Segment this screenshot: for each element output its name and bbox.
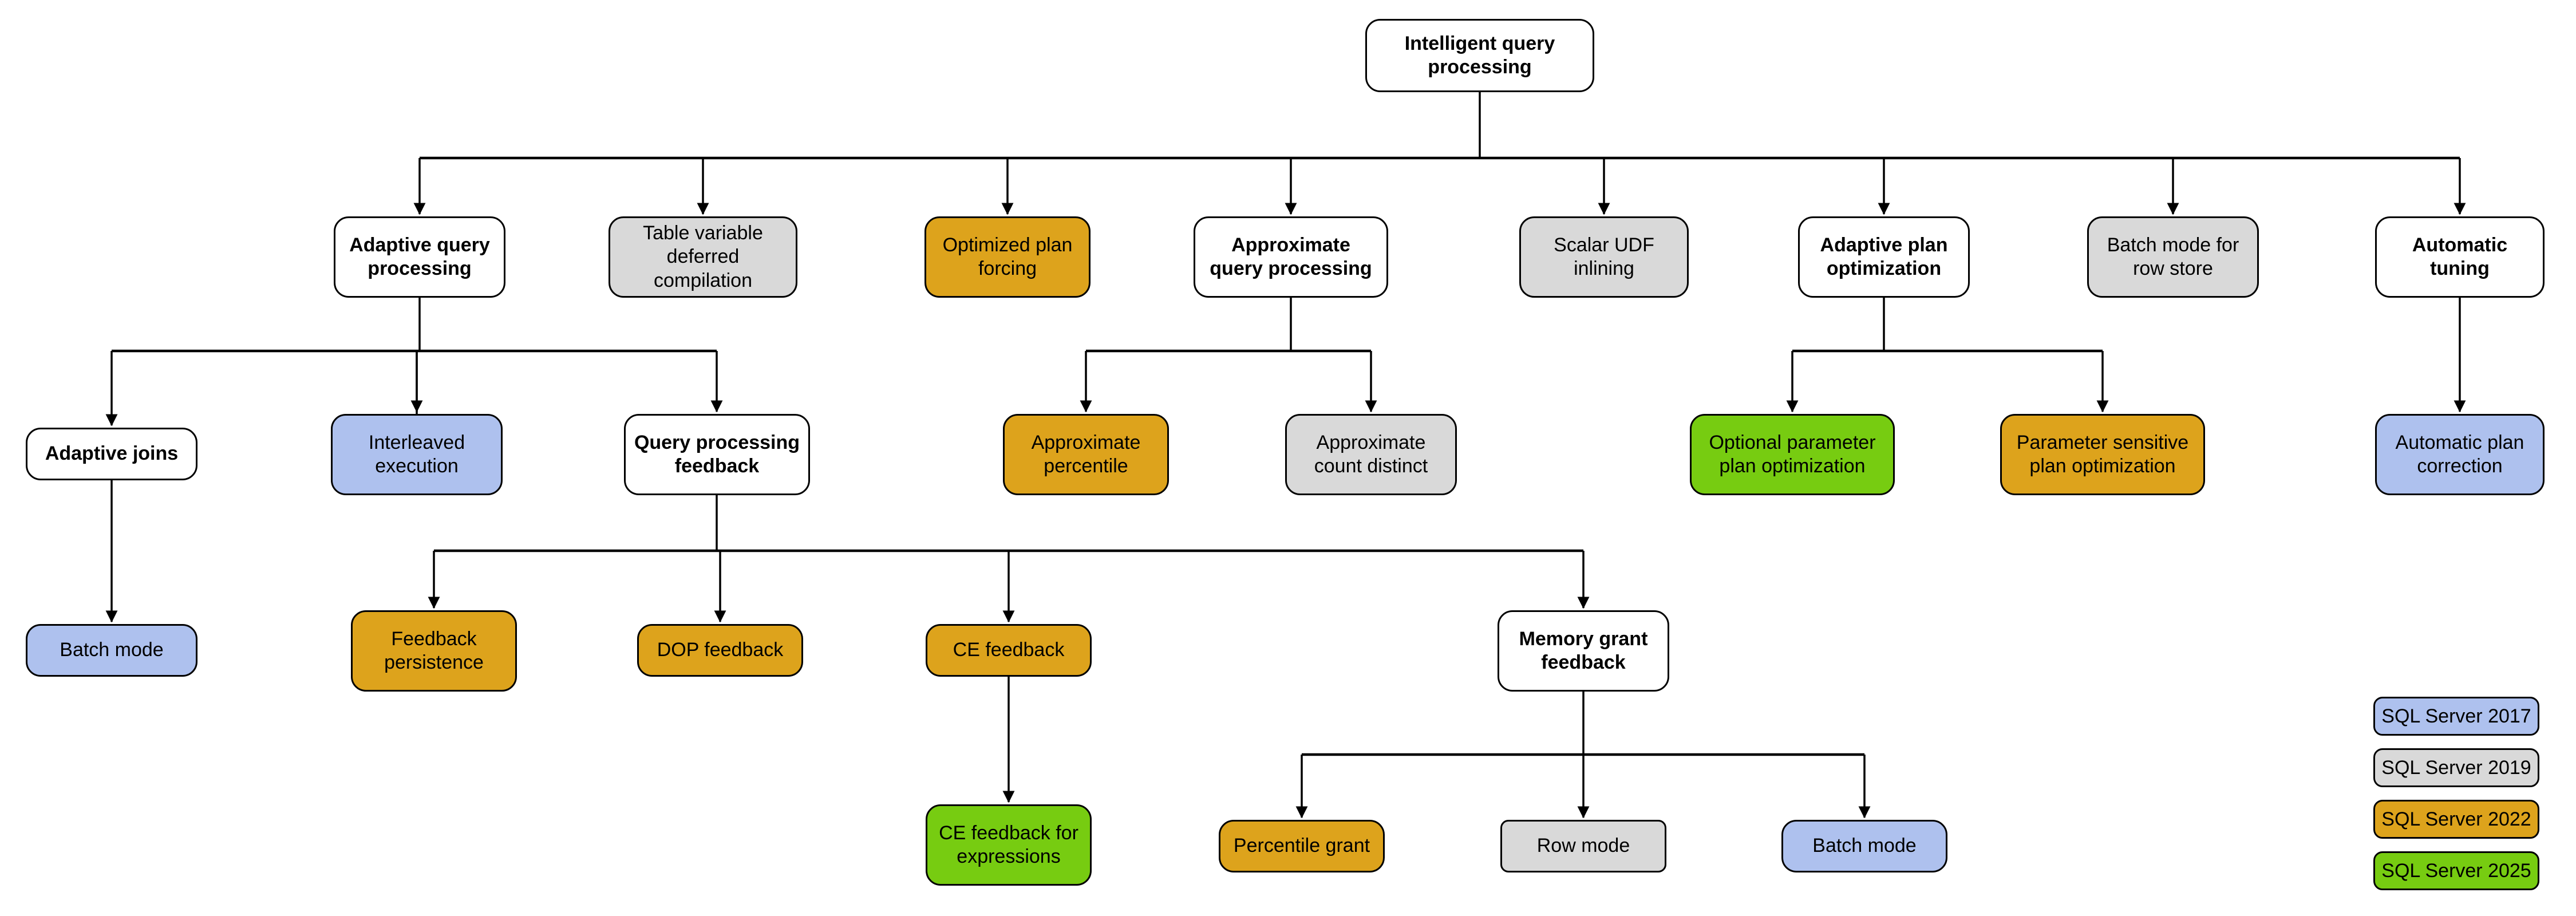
node-qpf[interactable]: Query processing feedback <box>624 414 810 495</box>
node-autotune[interactable]: Automatic tuning <box>2375 216 2545 298</box>
node-bmode2[interactable]: Batch mode <box>1781 820 1947 872</box>
node-label: Intelligent query processing <box>1404 32 1555 78</box>
node-label: Interleaved execution <box>368 431 465 477</box>
node-bmrs[interactable]: Batch mode for row store <box>2087 216 2259 298</box>
legend-item-sql-server-2019: SQL Server 2019 <box>2373 748 2539 787</box>
legend-item-label: SQL Server 2025 <box>2381 859 2531 882</box>
node-label: Automatic plan correction <box>2395 431 2524 477</box>
node-aqp[interactable]: Adaptive query processing <box>334 216 505 298</box>
node-root[interactable]: Intelligent query processing <box>1365 19 1594 92</box>
node-apo[interactable]: Adaptive plan optimization <box>1798 216 1970 298</box>
node-label: Adaptive joins <box>45 443 179 465</box>
node-dopfb[interactable]: DOP feedback <box>637 624 803 677</box>
node-label: Automatic tuning <box>2412 234 2508 279</box>
node-ajoins[interactable]: Adaptive joins <box>26 428 197 480</box>
legend-item-sql-server-2017: SQL Server 2017 <box>2373 697 2539 736</box>
node-label: Batch mode for row store <box>2107 234 2239 279</box>
node-label: Adaptive plan optimization <box>1820 234 1948 279</box>
legend-item-label: SQL Server 2022 <box>2381 808 2531 830</box>
node-label: Approximate count distinct <box>1314 431 1428 477</box>
node-label: Approximate query processing <box>1210 234 1372 279</box>
node-tvdc[interactable]: Table variable deferred compilation <box>609 216 797 298</box>
node-fbpersist[interactable]: Feedback persistence <box>351 610 517 692</box>
node-label: DOP feedback <box>657 639 784 661</box>
node-cefb[interactable]: CE feedback <box>926 624 1092 677</box>
node-approxcd[interactable]: Approximate count distinct <box>1285 414 1457 495</box>
node-label: Query processing feedback <box>634 431 800 477</box>
node-label: Optimized plan forcing <box>942 234 1073 279</box>
node-label: CE feedback <box>953 639 1065 661</box>
legend-item-label: SQL Server 2017 <box>2381 705 2531 727</box>
node-cefbexpr[interactable]: CE feedback for expressions <box>926 804 1092 886</box>
node-label: Row mode <box>1536 835 1630 857</box>
node-label: Batch mode <box>1812 835 1917 857</box>
node-label: Memory grant feedback <box>1519 627 1648 673</box>
legend-item-sql-server-2022: SQL Server 2022 <box>2373 800 2539 839</box>
node-label: Adaptive query processing <box>349 234 490 279</box>
node-label: Optional parameter plan optimization <box>1709 431 1876 477</box>
node-approxqp[interactable]: Approximate query processing <box>1194 216 1388 298</box>
node-pspo[interactable]: Parameter sensitive plan optimization <box>2000 414 2205 495</box>
node-opf[interactable]: Optimized plan forcing <box>924 216 1091 298</box>
node-label: Batch mode <box>60 639 164 661</box>
node-bmode1[interactable]: Batch mode <box>26 624 197 677</box>
node-label: Approximate percentile <box>1031 431 1141 477</box>
legend-item-label: SQL Server 2019 <box>2381 756 2531 779</box>
node-udf[interactable]: Scalar UDF inlining <box>1519 216 1689 298</box>
node-ilex[interactable]: Interleaved execution <box>331 414 503 495</box>
node-label: Scalar UDF inlining <box>1554 234 1654 279</box>
node-label: Table variable deferred compilation <box>643 222 763 291</box>
node-apc[interactable]: Automatic plan correction <box>2375 414 2545 495</box>
node-oppo[interactable]: Optional parameter plan optimization <box>1690 414 1895 495</box>
node-pctgrant[interactable]: Percentile grant <box>1219 820 1385 872</box>
node-rowmode[interactable]: Row mode <box>1500 820 1666 872</box>
node-label: Parameter sensitive plan optimization <box>2016 431 2189 477</box>
legend-item-sql-server-2025: SQL Server 2025 <box>2373 851 2539 890</box>
node-mgf[interactable]: Memory grant feedback <box>1498 610 1669 692</box>
node-label: Feedback persistence <box>384 627 484 673</box>
node-approxpct[interactable]: Approximate percentile <box>1003 414 1169 495</box>
node-label: CE feedback for expressions <box>939 822 1078 867</box>
node-label: Percentile grant <box>1233 835 1370 857</box>
